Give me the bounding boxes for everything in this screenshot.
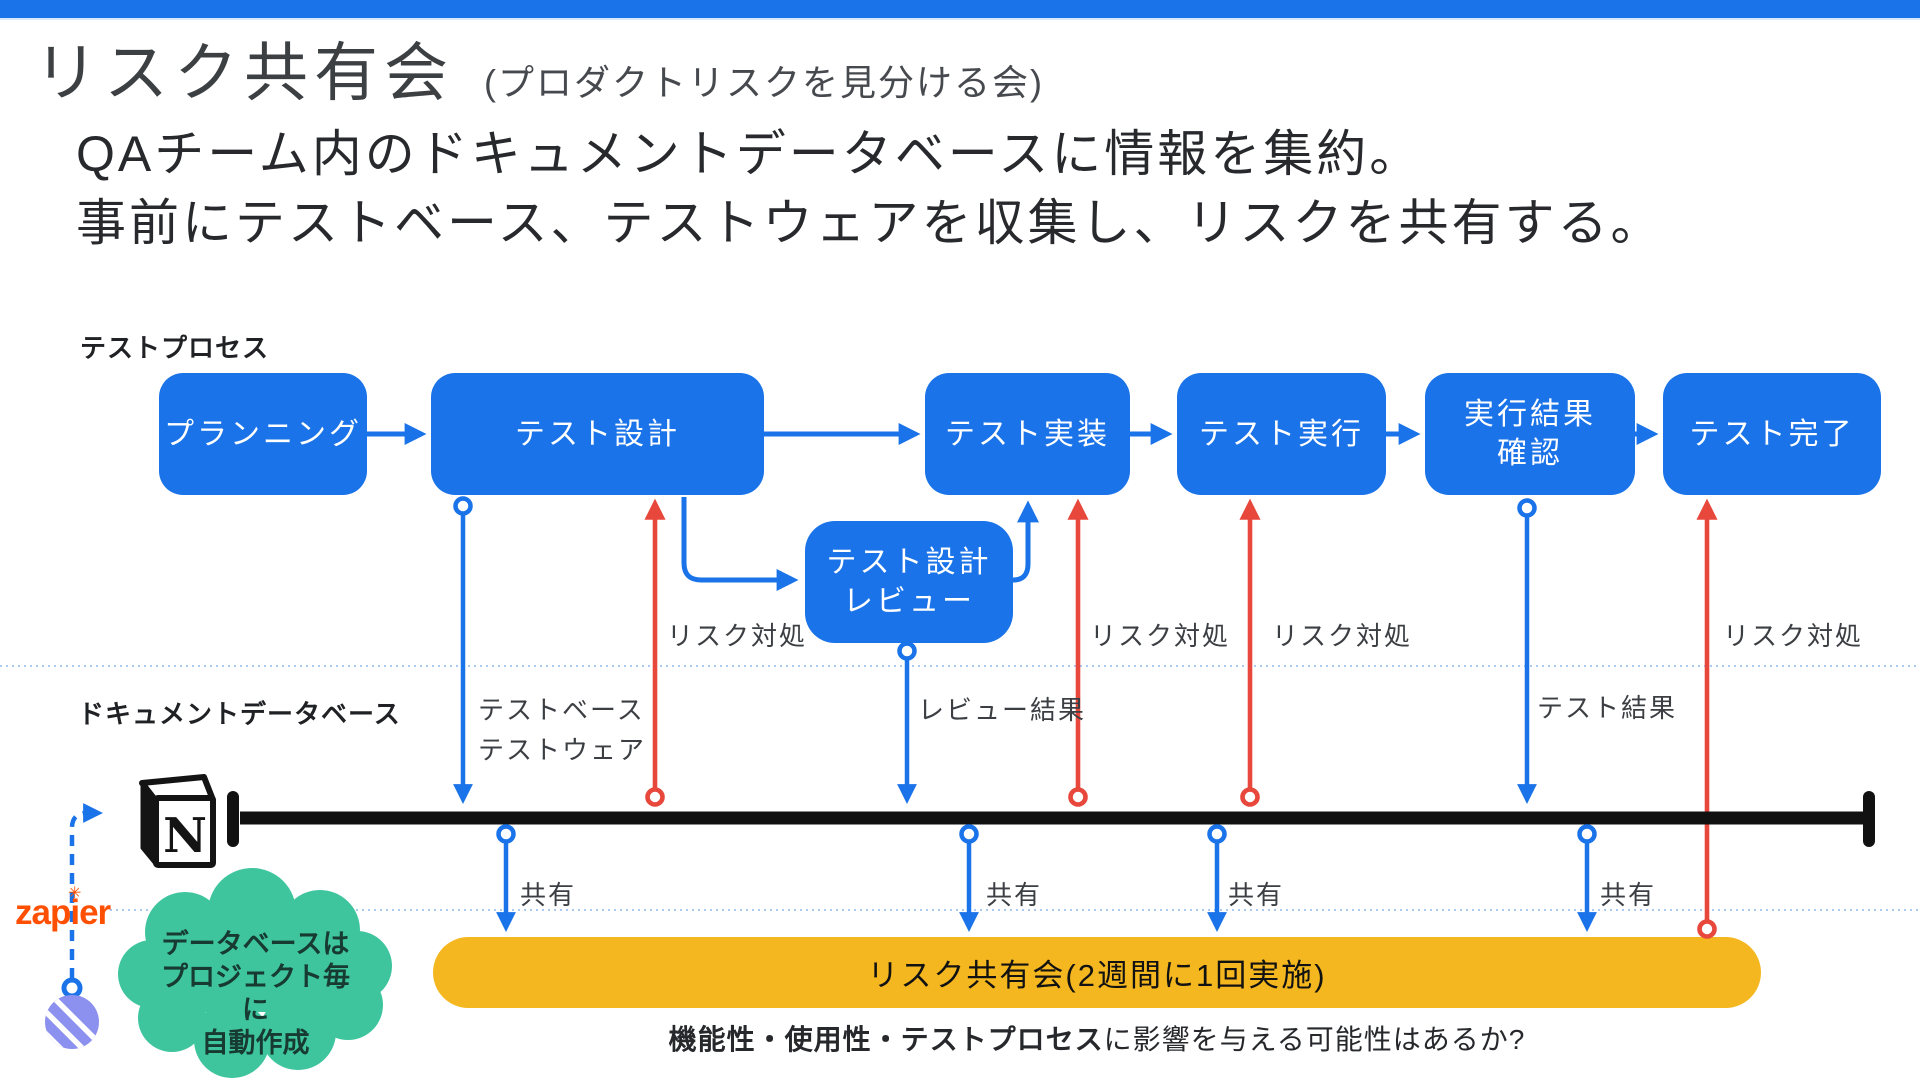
cloud-note-line-2: プロジェクト毎に: [161, 962, 350, 1025]
share-label: 共有: [1600, 880, 1657, 910]
process-box-test-implementation: テスト実装: [925, 373, 1130, 495]
header: リスク共有会 (プロダクトリスクを見分ける会): [34, 22, 1044, 114]
process-box-result-check: 実行結果 確認: [1425, 373, 1635, 495]
bottom-question-bold: 機能性・使用性・テストプロセス: [668, 1024, 1104, 1055]
process-box-label: テスト実行: [1199, 417, 1364, 451]
risk-sharing-meeting-bar: リスク共有会(2週間に1回実施): [433, 937, 1761, 1008]
process-box-label: テスト実装: [945, 417, 1110, 451]
process-box-label-line1: テスト設計: [826, 546, 992, 579]
document-database-section-label: ドキュメントデータベース: [78, 699, 401, 729]
process-box-label-line2: 確認: [1497, 437, 1563, 470]
risk-action-label: リスク対処: [1272, 621, 1413, 651]
risk-action-label: リスク対処: [667, 621, 808, 651]
risk-arrow-test-complete: [1696, 498, 1718, 939]
cloud-note-line-1: データベースは: [161, 929, 350, 959]
striped-ball-icon: [45, 995, 99, 1049]
test-process-section-label: テストプロセス: [80, 333, 270, 363]
risk-action-label: リスク対処: [1090, 621, 1231, 651]
bottom-question-rest: に影響を与える可能性はあるか?: [1103, 1024, 1526, 1055]
bottom-question: 機能性・使用性・テストプロセスに影響を与える可能性はあるか?: [433, 1018, 1761, 1058]
artifact-label-test-result: テスト結果: [1537, 693, 1678, 723]
risk-action-label: リスク対処: [1723, 621, 1864, 651]
meeting-bar-label: リスク共有会(2週間に1回実施): [867, 958, 1327, 993]
process-box-test-execution: テスト実行: [1177, 373, 1386, 495]
zapier-asterisk-icon: ✳: [68, 885, 81, 902]
description: QAチーム内のドキュメントデータベースに情報を集約。 事前にテストベース、テスト…: [76, 120, 1664, 258]
cloud-note-text: データベースは プロジェクト毎に 自動作成: [148, 928, 363, 1060]
zapier-logo-text: zapier: [15, 893, 111, 932]
process-box-test-complete: テスト完了: [1663, 373, 1881, 495]
description-line-1: QAチーム内のドキュメントデータベースに情報を集約。: [76, 126, 1423, 182]
page-subtitle: (プロダクトリスクを見分ける会): [484, 62, 1044, 103]
artifact-label-review-result: レビュー結果: [918, 695, 1087, 725]
process-box-label-line2: レビュー: [843, 585, 975, 618]
process-box-test-design-review: テスト設計 レビュー: [805, 521, 1013, 643]
notion-letter: N: [163, 808, 207, 864]
process-box-label: プランニング: [164, 417, 362, 451]
process-box-planning: プランニング: [159, 373, 367, 495]
timeline: [227, 791, 1875, 847]
page-title: リスク共有会: [34, 37, 454, 109]
process-box-test-design: テスト設計: [431, 373, 764, 495]
zapier-logo: zapier ✳: [15, 885, 111, 933]
top-accent-bar: [0, 0, 1920, 20]
share-label: 共有: [986, 880, 1043, 910]
process-box-label-line1: 実行結果: [1464, 398, 1596, 431]
process-box-label: テスト完了: [1689, 417, 1855, 451]
share-arrows-to-meeting: [496, 824, 1597, 932]
share-label: 共有: [520, 880, 577, 910]
artifact-label-test-ware: テストウェア: [478, 735, 647, 765]
cloud-note-line-3: 自動作成: [201, 1028, 310, 1058]
notion-icon: N: [139, 774, 216, 868]
description-line-2: 事前にテストベース、テストウェアを収集し、リスクを共有する。: [76, 195, 1664, 251]
artifact-label-test-base: テストベース: [478, 695, 645, 725]
share-label: 共有: [1228, 880, 1285, 910]
process-box-label: テスト設計: [515, 417, 680, 451]
